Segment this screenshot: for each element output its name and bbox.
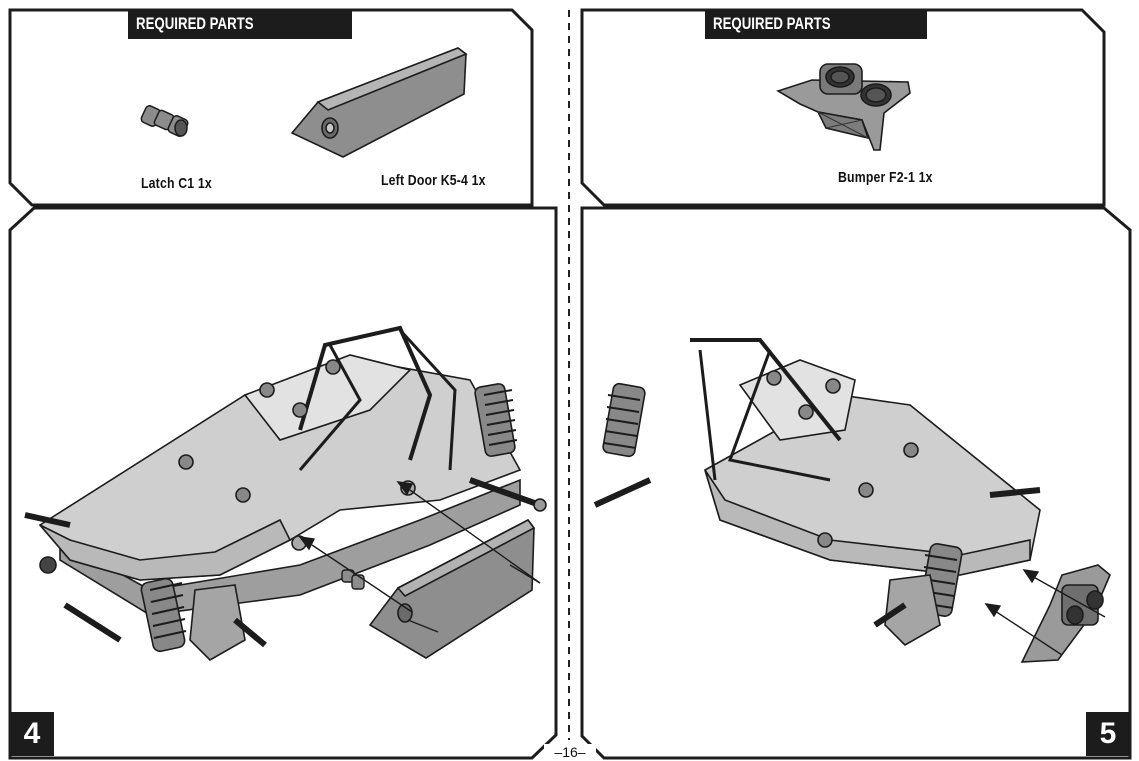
left-parts-frame <box>8 8 534 207</box>
right-required-parts-title: REQUIRED PARTS <box>705 9 927 39</box>
latch-part-image <box>140 105 189 137</box>
step-4-frame <box>8 206 558 760</box>
bumper-part-image <box>776 63 911 151</box>
step-4-chassis-illustration <box>24 325 547 661</box>
step-4-arrows <box>298 481 541 633</box>
step-5-bumper-illustration <box>1020 564 1111 663</box>
step-5-frame <box>580 206 1132 760</box>
left-door-part-label: Left Door K5-4 1x <box>381 172 486 189</box>
step-5-chassis-illustration <box>593 338 1041 646</box>
step-4-number: 4 <box>10 712 54 756</box>
page-number: –16– <box>544 744 596 761</box>
step-5-arrows <box>984 569 1106 656</box>
left-required-parts-title: REQUIRED PARTS <box>128 9 352 39</box>
right-parts-frame <box>580 8 1106 207</box>
step-5-number: 5 <box>1086 712 1130 756</box>
latch-part-label: Latch C1 1x <box>141 175 212 192</box>
bumper-part-label: Bumper F2-1 1x <box>838 169 933 186</box>
left-door-part-image <box>290 47 468 158</box>
